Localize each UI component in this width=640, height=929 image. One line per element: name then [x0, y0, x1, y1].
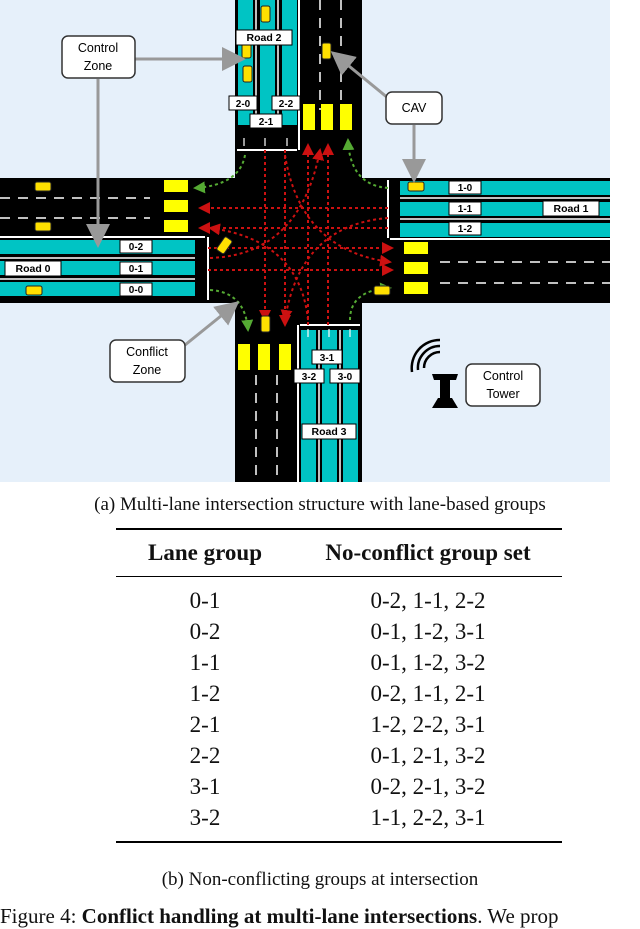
road0-label: Road 0 — [15, 263, 50, 275]
conflict-zone-line2: Zone — [133, 363, 162, 377]
no-conflict-cell: 0-1, 1-2, 3-1 — [370, 619, 486, 644]
callouts: Control Zone CAV Conflict Zone Control T… — [61, 35, 541, 407]
no-conflict-cell: 1-1, 2-2, 3-1 — [370, 805, 486, 830]
header-no-conflict: No-conflict group set — [294, 528, 562, 577]
control-tower-icon — [410, 338, 458, 408]
lane-group-cell: 0-1 — [189, 588, 221, 613]
header-lane-group: Lane group — [116, 528, 294, 577]
no-conflict-cell: 0-2, 2-1, 3-2 — [370, 774, 486, 799]
table-row: 1-1 0-1, 1-2, 3-2 — [116, 647, 562, 678]
lane-group-cell: 3-1 — [189, 774, 221, 799]
conflict-arrows — [198, 143, 394, 327]
table-row: 2-1 1-2, 2-2, 3-1 — [116, 709, 562, 740]
road-labels: Road 2 Road 3 Road 0 Road 1 — [4, 29, 600, 440]
no-conflict-table: Lane group No-conflict group set 0-1 0-2,… — [116, 528, 562, 843]
lane-1-2: 1-2 — [458, 224, 473, 235]
lane-1-1: 1-1 — [458, 204, 473, 215]
table-row: 0-1 0-2, 1-1, 2-2 — [116, 577, 562, 617]
caption-a: (a) Multi-lane intersection structure wi… — [94, 494, 546, 515]
lane-0-1: 0-1 — [129, 264, 144, 275]
table-row: 2-2 0-1, 2-1, 3-2 — [116, 740, 562, 771]
no-conflict-cell: 0-2, 1-1, 2-2 — [370, 588, 486, 613]
control-zone-line2: Zone — [84, 59, 113, 73]
lane-labels: 2-0 2-2 2-1 3-1 3-2 3-0 0-2 0-1 0-0 1-0 … — [119, 95, 482, 384]
lane-3-1: 3-1 — [320, 353, 335, 364]
cars — [25, 5, 425, 333]
intersection-diagram: 2-0 2-2 2-1 3-1 3-2 3-0 0-2 0-1 0-0 1-0 … — [0, 0, 610, 482]
lane-group-cell: 3-2 — [189, 805, 221, 830]
no-conflict-cell: 0-1, 1-2, 3-2 — [370, 650, 486, 675]
lane-2-2: 2-2 — [279, 99, 294, 110]
lane-group-cell: 1-2 — [189, 681, 221, 706]
figure-caption-rest: . We prop — [477, 904, 559, 928]
road3-label: Road 3 — [311, 426, 346, 438]
lane-0-2: 0-2 — [129, 242, 144, 253]
road2-label: Road 2 — [246, 32, 281, 44]
turn-arrows — [193, 138, 392, 332]
conflict-zone-line1: Conflict — [126, 345, 168, 359]
table-row: 3-1 0-2, 2-1, 3-2 — [116, 771, 562, 802]
figure-caption: Figure 4: Conflict handling at multi-lan… — [0, 904, 559, 929]
lane-1-0: 1-0 — [458, 183, 473, 194]
control-zone-line1: Control — [78, 41, 118, 55]
table-row: 3-2 1-1, 2-2, 3-1 — [116, 802, 562, 842]
cav-label: CAV — [402, 101, 427, 115]
no-conflict-cell: 0-1, 2-1, 3-2 — [370, 743, 486, 768]
stop-blocks — [164, 104, 428, 370]
control-tower-line2: Tower — [486, 387, 519, 401]
control-tower-line1: Control — [483, 369, 523, 383]
lane-group-cell: 2-1 — [189, 712, 221, 737]
figure-caption-prefix: Figure 4: — [0, 904, 82, 928]
lane-3-2: 3-2 — [302, 372, 317, 383]
lane-group-cell: 0-2 — [189, 619, 221, 644]
callout-pointers — [86, 47, 426, 347]
lane-0-0: 0-0 — [129, 285, 144, 296]
lane-group-cell: 1-1 — [189, 650, 221, 675]
no-conflict-cell: 0-2, 1-1, 2-1 — [370, 681, 486, 706]
lane-2-0: 2-0 — [236, 99, 251, 110]
no-conflict-cell: 1-2, 2-2, 3-1 — [370, 712, 486, 737]
lane-2-1: 2-1 — [259, 117, 274, 128]
lane-group-cell: 2-2 — [189, 743, 221, 768]
figure-caption-title: Conflict handling at multi-lane intersec… — [81, 904, 478, 928]
caption-b: (b) Non-conflicting groups at intersecti… — [161, 869, 479, 890]
road1-label: Road 1 — [553, 203, 588, 215]
lane-3-0: 3-0 — [338, 372, 353, 383]
table-row: 0-2 0-1, 1-2, 3-1 — [116, 616, 562, 647]
table-row: 1-2 0-2, 1-1, 2-1 — [116, 678, 562, 709]
